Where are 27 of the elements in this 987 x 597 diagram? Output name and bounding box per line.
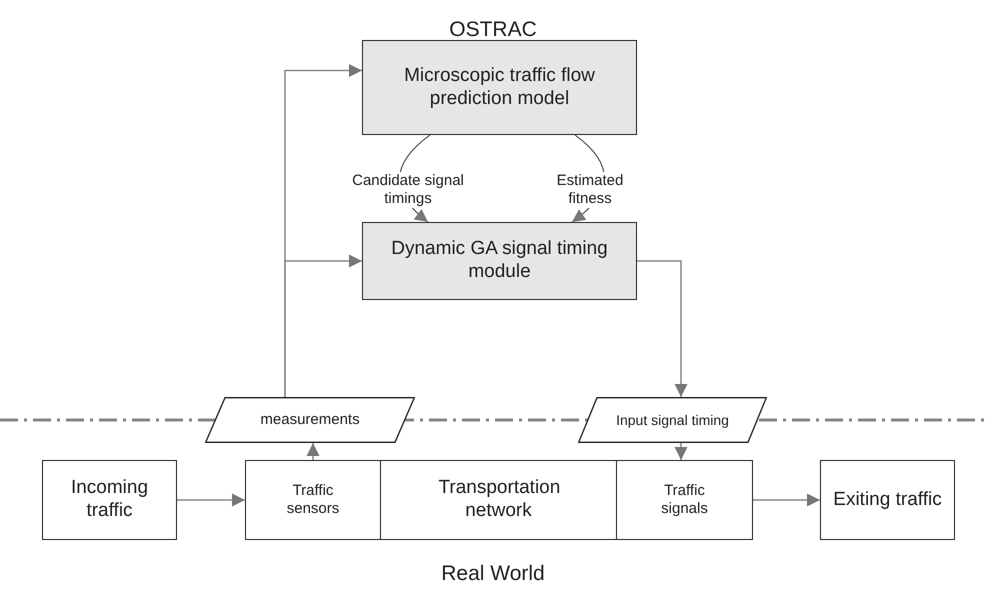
arrow [284,254,362,397]
block-box [42,460,177,540]
node-text: Dynamic GA signal timing module [390,238,609,284]
block-box [245,460,381,540]
block-box [617,460,753,540]
node-text: Input signal timing [616,412,729,428]
node-text: Traffic sensors [286,482,340,518]
arrow [753,494,820,506]
data-parallelogram [205,397,415,443]
node-text: measurements [260,411,360,429]
arrow [306,443,320,460]
node-text: Incoming traffic [70,477,150,523]
node-text: Exiting traffic [833,488,942,512]
node-text: Microscopic traffic flow prediction model [403,64,596,110]
process-box [362,40,637,135]
arrow [674,443,688,460]
node-text: Transportation network [438,477,558,523]
block-box [820,460,955,540]
region-label: OSTRAC [449,18,537,42]
arrow [637,260,688,397]
edge-label: Candidate signal timings [352,172,464,208]
node-text: Traffic signals [660,482,709,518]
data-parallelogram [578,397,767,443]
block-box [381,460,617,540]
arrow [177,494,245,506]
process-box [362,222,637,300]
region-label: Real World [441,562,545,586]
